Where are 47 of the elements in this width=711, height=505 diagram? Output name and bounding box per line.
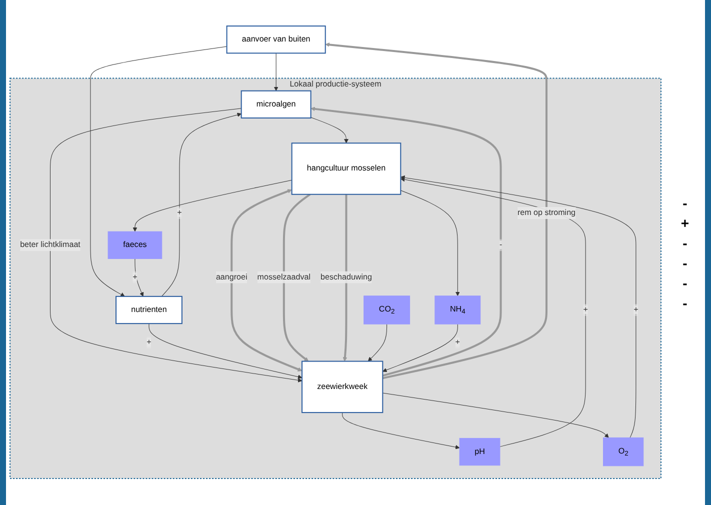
arrow <box>400 176 636 438</box>
edge-label: + <box>132 273 138 282</box>
node-box: zeewierkweek <box>302 361 384 414</box>
arrow <box>342 412 460 450</box>
sign-label: - <box>682 274 688 290</box>
edge-label: aangroei <box>216 273 248 282</box>
arrow <box>325 42 548 380</box>
node-box: microalgen <box>240 90 312 119</box>
node-box: pH <box>459 438 500 466</box>
arrow <box>90 46 228 297</box>
arrow <box>148 324 302 380</box>
edge-label: + <box>177 208 182 218</box>
arrow <box>50 108 302 383</box>
node-box: CO$_{2}$ <box>364 296 410 325</box>
sign-label: - <box>682 234 688 250</box>
node-box: aanvoer van buiten <box>226 26 326 54</box>
edge-label: + <box>583 306 588 314</box>
sign-label: - <box>682 194 688 210</box>
edge-label: beschaduwing <box>320 273 372 282</box>
arrow <box>342 194 348 362</box>
edge-label: mosselzaadval <box>257 273 310 282</box>
sign-label: - <box>682 294 688 310</box>
node-box: O$_{2}$ <box>603 438 644 466</box>
arrow <box>274 53 278 92</box>
arrow <box>230 189 302 372</box>
arrow <box>400 178 586 448</box>
edge-label: + <box>146 338 152 347</box>
arrow <box>382 393 609 438</box>
arrow <box>400 190 460 296</box>
arrow <box>368 324 388 362</box>
node-box: hangcultuur mosselen <box>291 142 402 196</box>
sign-label: + <box>680 214 690 230</box>
node-box: faeces <box>108 232 162 260</box>
edge-label: rem op stroming <box>517 208 576 218</box>
node-box: nutrienten <box>116 296 182 324</box>
edge-label: - <box>499 240 502 250</box>
edge-label: beter lichtklimaat <box>20 240 80 250</box>
edge-label: + <box>455 338 460 347</box>
arrow <box>132 180 292 232</box>
arrow <box>161 112 242 297</box>
arrow <box>134 258 144 297</box>
arrow <box>282 194 311 362</box>
node-box: NH$_{4}$ <box>434 296 481 325</box>
arrow <box>382 324 458 372</box>
edge-label: + <box>634 306 638 314</box>
sign-label: - <box>682 254 688 270</box>
arrow <box>310 117 348 144</box>
